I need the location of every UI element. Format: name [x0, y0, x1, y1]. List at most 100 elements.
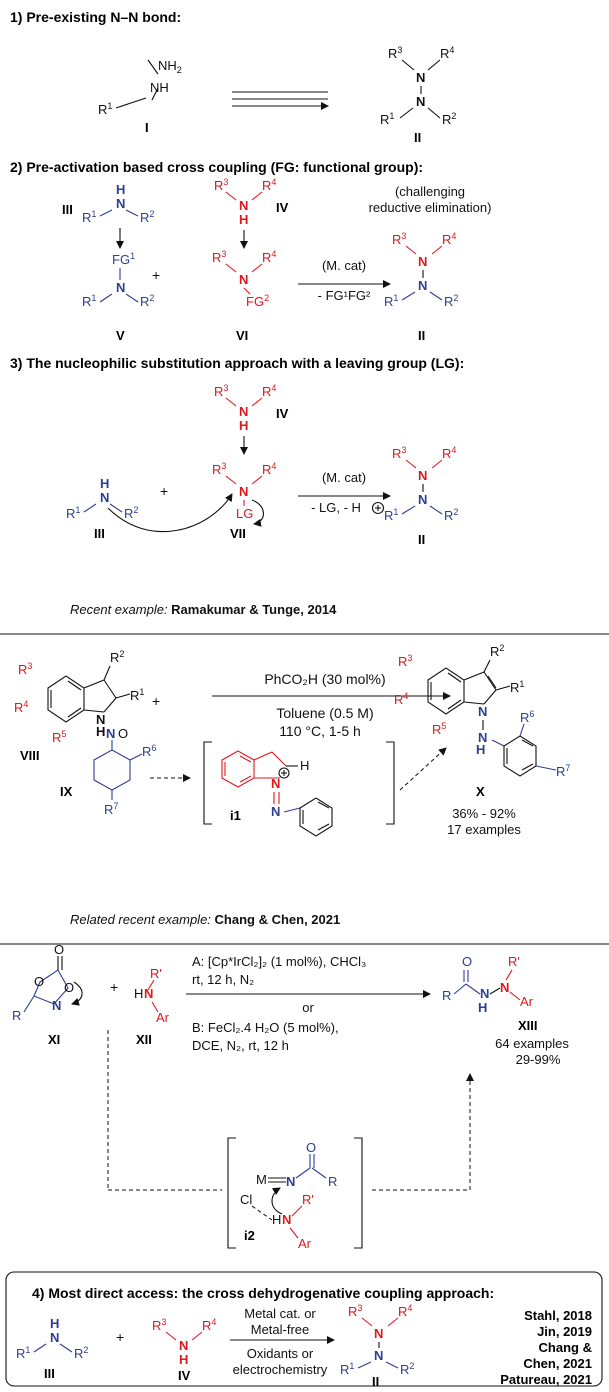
svg-text:R4: R4: [262, 461, 276, 477]
svg-text:N: N: [271, 776, 280, 791]
svg-text:H: H: [179, 1352, 188, 1367]
note-s2: (challenging reductive elimination): [369, 184, 492, 215]
svg-text:N: N: [271, 804, 280, 819]
label-i2: i2: [244, 1228, 255, 1243]
nitrosoarene-IX: N O R6 R7 IX: [60, 726, 191, 817]
svg-text:R4: R4: [398, 1303, 412, 1319]
cond-ex2-B-line2: DCE, N₂, rt, 12 h: [192, 1038, 289, 1053]
svg-text:NH: NH: [150, 80, 169, 95]
svg-text:R1: R1: [380, 111, 394, 127]
svg-text:R4: R4: [262, 177, 276, 193]
svg-text:R7: R7: [104, 801, 118, 817]
label-III-s2: III: [62, 202, 73, 217]
cond-s3-line2: - LG, - H: [311, 500, 361, 515]
svg-text:R: R: [328, 1174, 337, 1189]
svg-text:R4: R4: [262, 249, 276, 265]
svg-text:Ar: Ar: [520, 994, 534, 1009]
svg-text:R5: R5: [52, 729, 66, 745]
svg-text:N: N: [500, 980, 509, 995]
svg-text:R: R: [442, 988, 451, 1003]
label-II-s3: II: [418, 532, 425, 547]
hydrazine-XII: R' H N Ar XII: [134, 966, 170, 1047]
cond-ex2-or: or: [302, 1000, 314, 1015]
cond-s4-line3: Oxidants or: [247, 1346, 314, 1361]
svg-text:N: N: [418, 468, 427, 483]
plus-s4: +: [116, 1329, 124, 1345]
svg-text:N: N: [239, 198, 248, 213]
section4-title: 4) Most direct access: the cross dehydro…: [32, 1285, 494, 1301]
amine-IV-s2: R3 R4 N H IV: [214, 177, 289, 249]
plus-s3: +: [160, 483, 168, 499]
svg-text:Ar: Ar: [298, 1236, 312, 1251]
intermediate-i2: M N O R Cl H N R' Ar i2: [227, 1137, 363, 1251]
leaving-group: LG: [236, 506, 253, 521]
example1-caption: Recent example: Ramakumar & Tunge, 2014: [70, 602, 337, 617]
example2-caption-authors: Chang & Chen, 2021: [215, 912, 341, 927]
references-s4: Stahl, 2018 Jin, 2019 Chang & Chen, 2021…: [500, 1308, 592, 1387]
svg-text:H: H: [476, 742, 485, 757]
svg-text:R1: R1: [340, 1361, 354, 1377]
svg-text:H: H: [239, 212, 248, 227]
example2-caption: Related recent example: Chang & Chen, 20…: [70, 912, 340, 927]
svg-text:R2: R2: [444, 293, 458, 309]
svg-text:R3: R3: [212, 249, 226, 265]
label-II-s2: II: [418, 328, 425, 343]
svg-text:N: N: [480, 986, 489, 1001]
amine-III-s4: H N R1 R2 III: [16, 1316, 88, 1381]
svg-text:R1: R1: [16, 1345, 30, 1361]
arrow-ex2: A: [Cp*IrCl₂]₂ (1 mol%), CHCl₃ rt, 12 h,…: [186, 954, 431, 1053]
svg-text:N: N: [96, 712, 105, 727]
label-XIII: XIII: [518, 1018, 538, 1033]
svg-text:Ar: Ar: [156, 1010, 170, 1025]
svg-text:R2: R2: [74, 1345, 88, 1361]
svg-text:R: R: [12, 1008, 21, 1023]
dashed-connectors-ex2: [107, 1030, 474, 1191]
svg-text:N: N: [286, 1174, 295, 1189]
svg-text:R4: R4: [442, 231, 456, 247]
svg-text:H: H: [272, 1212, 281, 1227]
intermediate-i1: H N N i1: [203, 741, 447, 837]
svg-text:H: H: [116, 182, 125, 197]
svg-text:O: O: [54, 942, 64, 957]
svg-text:Cl: Cl: [240, 1192, 252, 1207]
svg-text:N: N: [144, 986, 153, 1001]
hydrazine-II-s4: R3 R4 N N R1 R2 II: [340, 1303, 414, 1389]
section2-title: 2) Pre-activation based cross coupling (…: [10, 159, 423, 175]
svg-text:R': R': [150, 966, 162, 981]
multistep-arrow: [232, 91, 329, 110]
plus-charge-icon: [371, 501, 385, 515]
svg-text:N: N: [418, 492, 427, 507]
svg-text:R3: R3: [392, 445, 406, 461]
svg-text:O: O: [306, 1140, 316, 1155]
svg-text:R4: R4: [442, 445, 456, 461]
svg-text:N: N: [50, 1330, 59, 1345]
svg-text:R7: R7: [556, 763, 570, 779]
arrow-ex1: PhCO₂H (30 mol%) Toluene (0.5 M) 110 °C,…: [212, 671, 451, 739]
ex2-examples: 64 examples: [495, 1036, 569, 1051]
svg-text:R2: R2: [444, 507, 458, 523]
svg-text:R': R': [302, 1192, 314, 1207]
example1-caption-authors: Ramakumar & Tunge, 2014: [171, 602, 337, 617]
svg-text:N: N: [478, 704, 487, 719]
svg-text:R6: R6: [142, 743, 156, 759]
svg-text:O: O: [118, 726, 128, 741]
amine-III-s3: H N R1 R2 III: [66, 476, 138, 541]
label-X: X: [476, 784, 485, 799]
cond-ex2-A-line1: A: [Cp*IrCl₂]₂ (1 mol%), CHCl₃: [192, 954, 366, 969]
label-III-s4: III: [44, 1366, 55, 1381]
svg-text:H: H: [50, 1316, 59, 1331]
ex1-yield: 36% - 92%: [452, 806, 516, 821]
label-i1: i1: [230, 808, 241, 823]
svg-text:R3: R3: [214, 177, 228, 193]
label-VI: VI: [236, 328, 248, 343]
ex2-yield: 29-99%: [516, 1052, 561, 1067]
label-IV-s3: IV: [276, 406, 289, 421]
label-V: V: [116, 328, 125, 343]
svg-text:O: O: [34, 974, 44, 989]
svg-text:N: N: [116, 280, 125, 295]
svg-text:N: N: [418, 278, 427, 293]
svg-text:R3: R3: [212, 461, 226, 477]
svg-text:R2: R2: [442, 111, 456, 127]
svg-text:R2: R2: [140, 293, 154, 309]
section1-title: 1) Pre-existing N–N bond:: [10, 9, 181, 25]
